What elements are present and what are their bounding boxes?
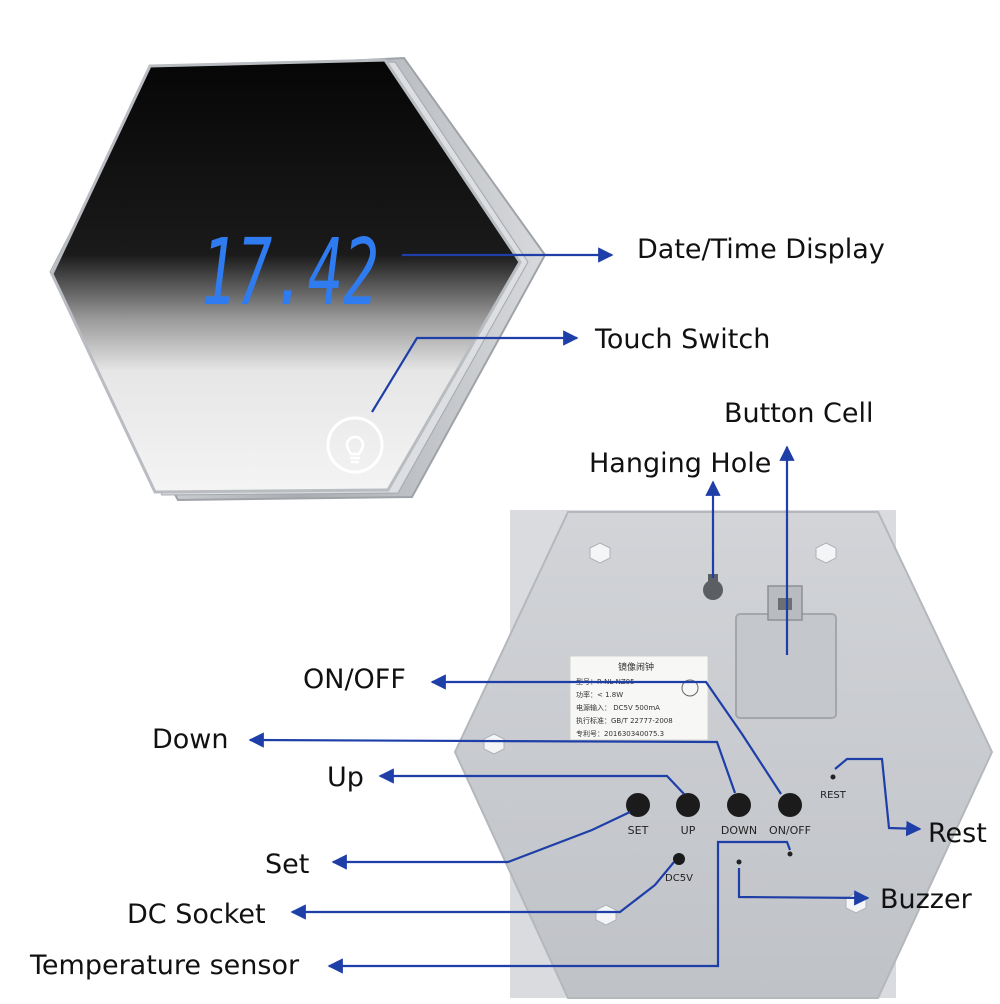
arrow-temperature-sensor <box>327 840 792 974</box>
arrow-dc-socket <box>290 861 675 920</box>
hanging-hole <box>703 574 723 600</box>
dc-socket-label: DC5V <box>665 873 693 884</box>
callout-rest: Rest <box>928 818 987 849</box>
callout-dc-socket: DC Socket <box>127 899 266 930</box>
nameplate-line: 电源输入： DC5V 500mA <box>576 703 660 712</box>
reset-label: REST <box>820 790 847 801</box>
callout-set: Set <box>265 849 310 880</box>
nameplate-line: 专利号：201630340075.3 <box>576 729 664 738</box>
on-off-button[interactable] <box>778 793 802 817</box>
arrow-down <box>248 732 737 794</box>
arrow-touch-switch <box>371 330 579 413</box>
set-button-label: SET <box>628 824 649 837</box>
down-button[interactable] <box>727 793 751 817</box>
lightbulb-icon <box>345 435 365 464</box>
down-button-label: DOWN <box>721 824 757 837</box>
nameplate-title: 镜像闹钟 <box>618 661 654 673</box>
callout-buzzer: Buzzer <box>880 884 972 915</box>
up-button[interactable] <box>676 793 700 817</box>
arrow-on-off <box>430 674 782 795</box>
callout-on-off: ON/OFF <box>303 664 406 695</box>
nameplate: 镜像闹钟 型号：R-NL-NZ05 功率：< 1.8W 电源输入： DC5V 5… <box>569 655 709 741</box>
button-cell-compartment <box>735 585 837 719</box>
cert-mark-icon <box>681 679 699 697</box>
nameplate-line: 执行标准：GB/T 22777-2008 <box>576 716 673 725</box>
dc-socket[interactable] <box>673 853 685 865</box>
mirror-face <box>50 58 522 494</box>
on-off-button-label: ON/OFF <box>769 824 811 837</box>
callout-arrows <box>248 247 922 974</box>
callout-down: Down <box>152 724 229 755</box>
callout-up: Up <box>327 762 364 793</box>
set-button[interactable] <box>626 793 650 817</box>
reset-pinhole[interactable] <box>830 774 836 780</box>
led-time-display: 17.42 <box>201 219 379 326</box>
touch-switch[interactable] <box>326 416 384 474</box>
mirror-clock-front: 17.42 <box>49 56 547 502</box>
buzzer-hole <box>736 859 742 865</box>
back-panel: 镜像闹钟 型号：R-NL-NZ05 功率：< 1.8W 电源输入： DC5V 5… <box>453 510 994 999</box>
callout-temperature-sensor: Temperature sensor <box>30 950 300 981</box>
arrow-rest <box>834 757 922 837</box>
callout-date-time-display: Date/Time Display <box>637 234 885 265</box>
up-button-label: UP <box>681 824 696 837</box>
arrow-buzzer <box>737 868 870 906</box>
nameplate-line: 功率：< 1.8W <box>576 690 623 699</box>
callout-hanging-hole: Hanging Hole <box>589 448 772 479</box>
arrow-up <box>378 768 685 795</box>
callout-button-cell: Button Cell <box>724 398 874 429</box>
temperature-sensor-hole <box>787 851 793 857</box>
callout-touch-switch: Touch Switch <box>595 324 771 355</box>
back-hexagon <box>453 511 994 999</box>
arrow-set <box>331 811 631 870</box>
